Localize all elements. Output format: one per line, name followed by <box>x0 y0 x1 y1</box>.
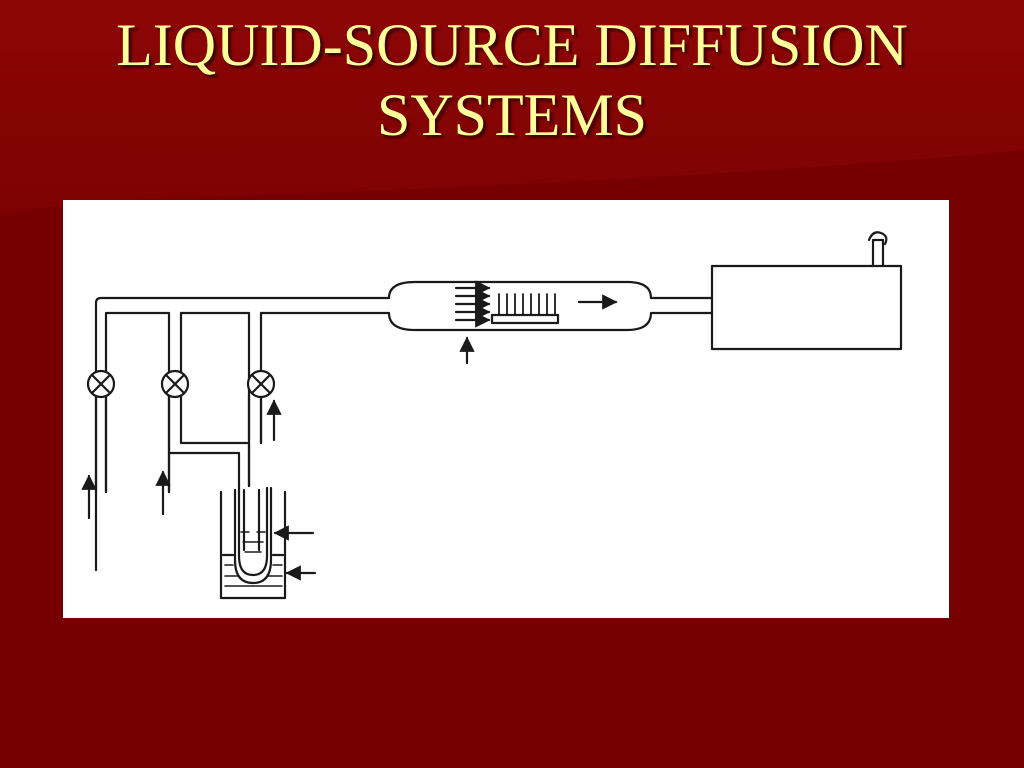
furnace-tube <box>387 280 713 365</box>
gas-manifold-pipe <box>94 296 391 572</box>
flow-arrows <box>454 280 491 328</box>
diffusion-system-diagram <box>63 200 949 618</box>
gas-line-3 <box>247 393 282 445</box>
bubbler-liquid-source <box>219 486 317 600</box>
gas-line-2 <box>155 393 251 516</box>
valve-2 <box>160 369 190 399</box>
slide-title: LIQUID-SOURCE DIFFUSION SYSTEMS <box>0 10 1024 150</box>
exhaust-box <box>710 231 903 351</box>
gas-line-1 <box>81 393 108 520</box>
valve-1 <box>86 369 116 399</box>
wafer-boat <box>490 293 560 325</box>
valve-3 <box>246 369 276 399</box>
slide-title-line-1: LIQUID-SOURCE DIFFUSION <box>116 12 908 78</box>
slide-title-line-2: SYSTEMS <box>376 82 648 148</box>
